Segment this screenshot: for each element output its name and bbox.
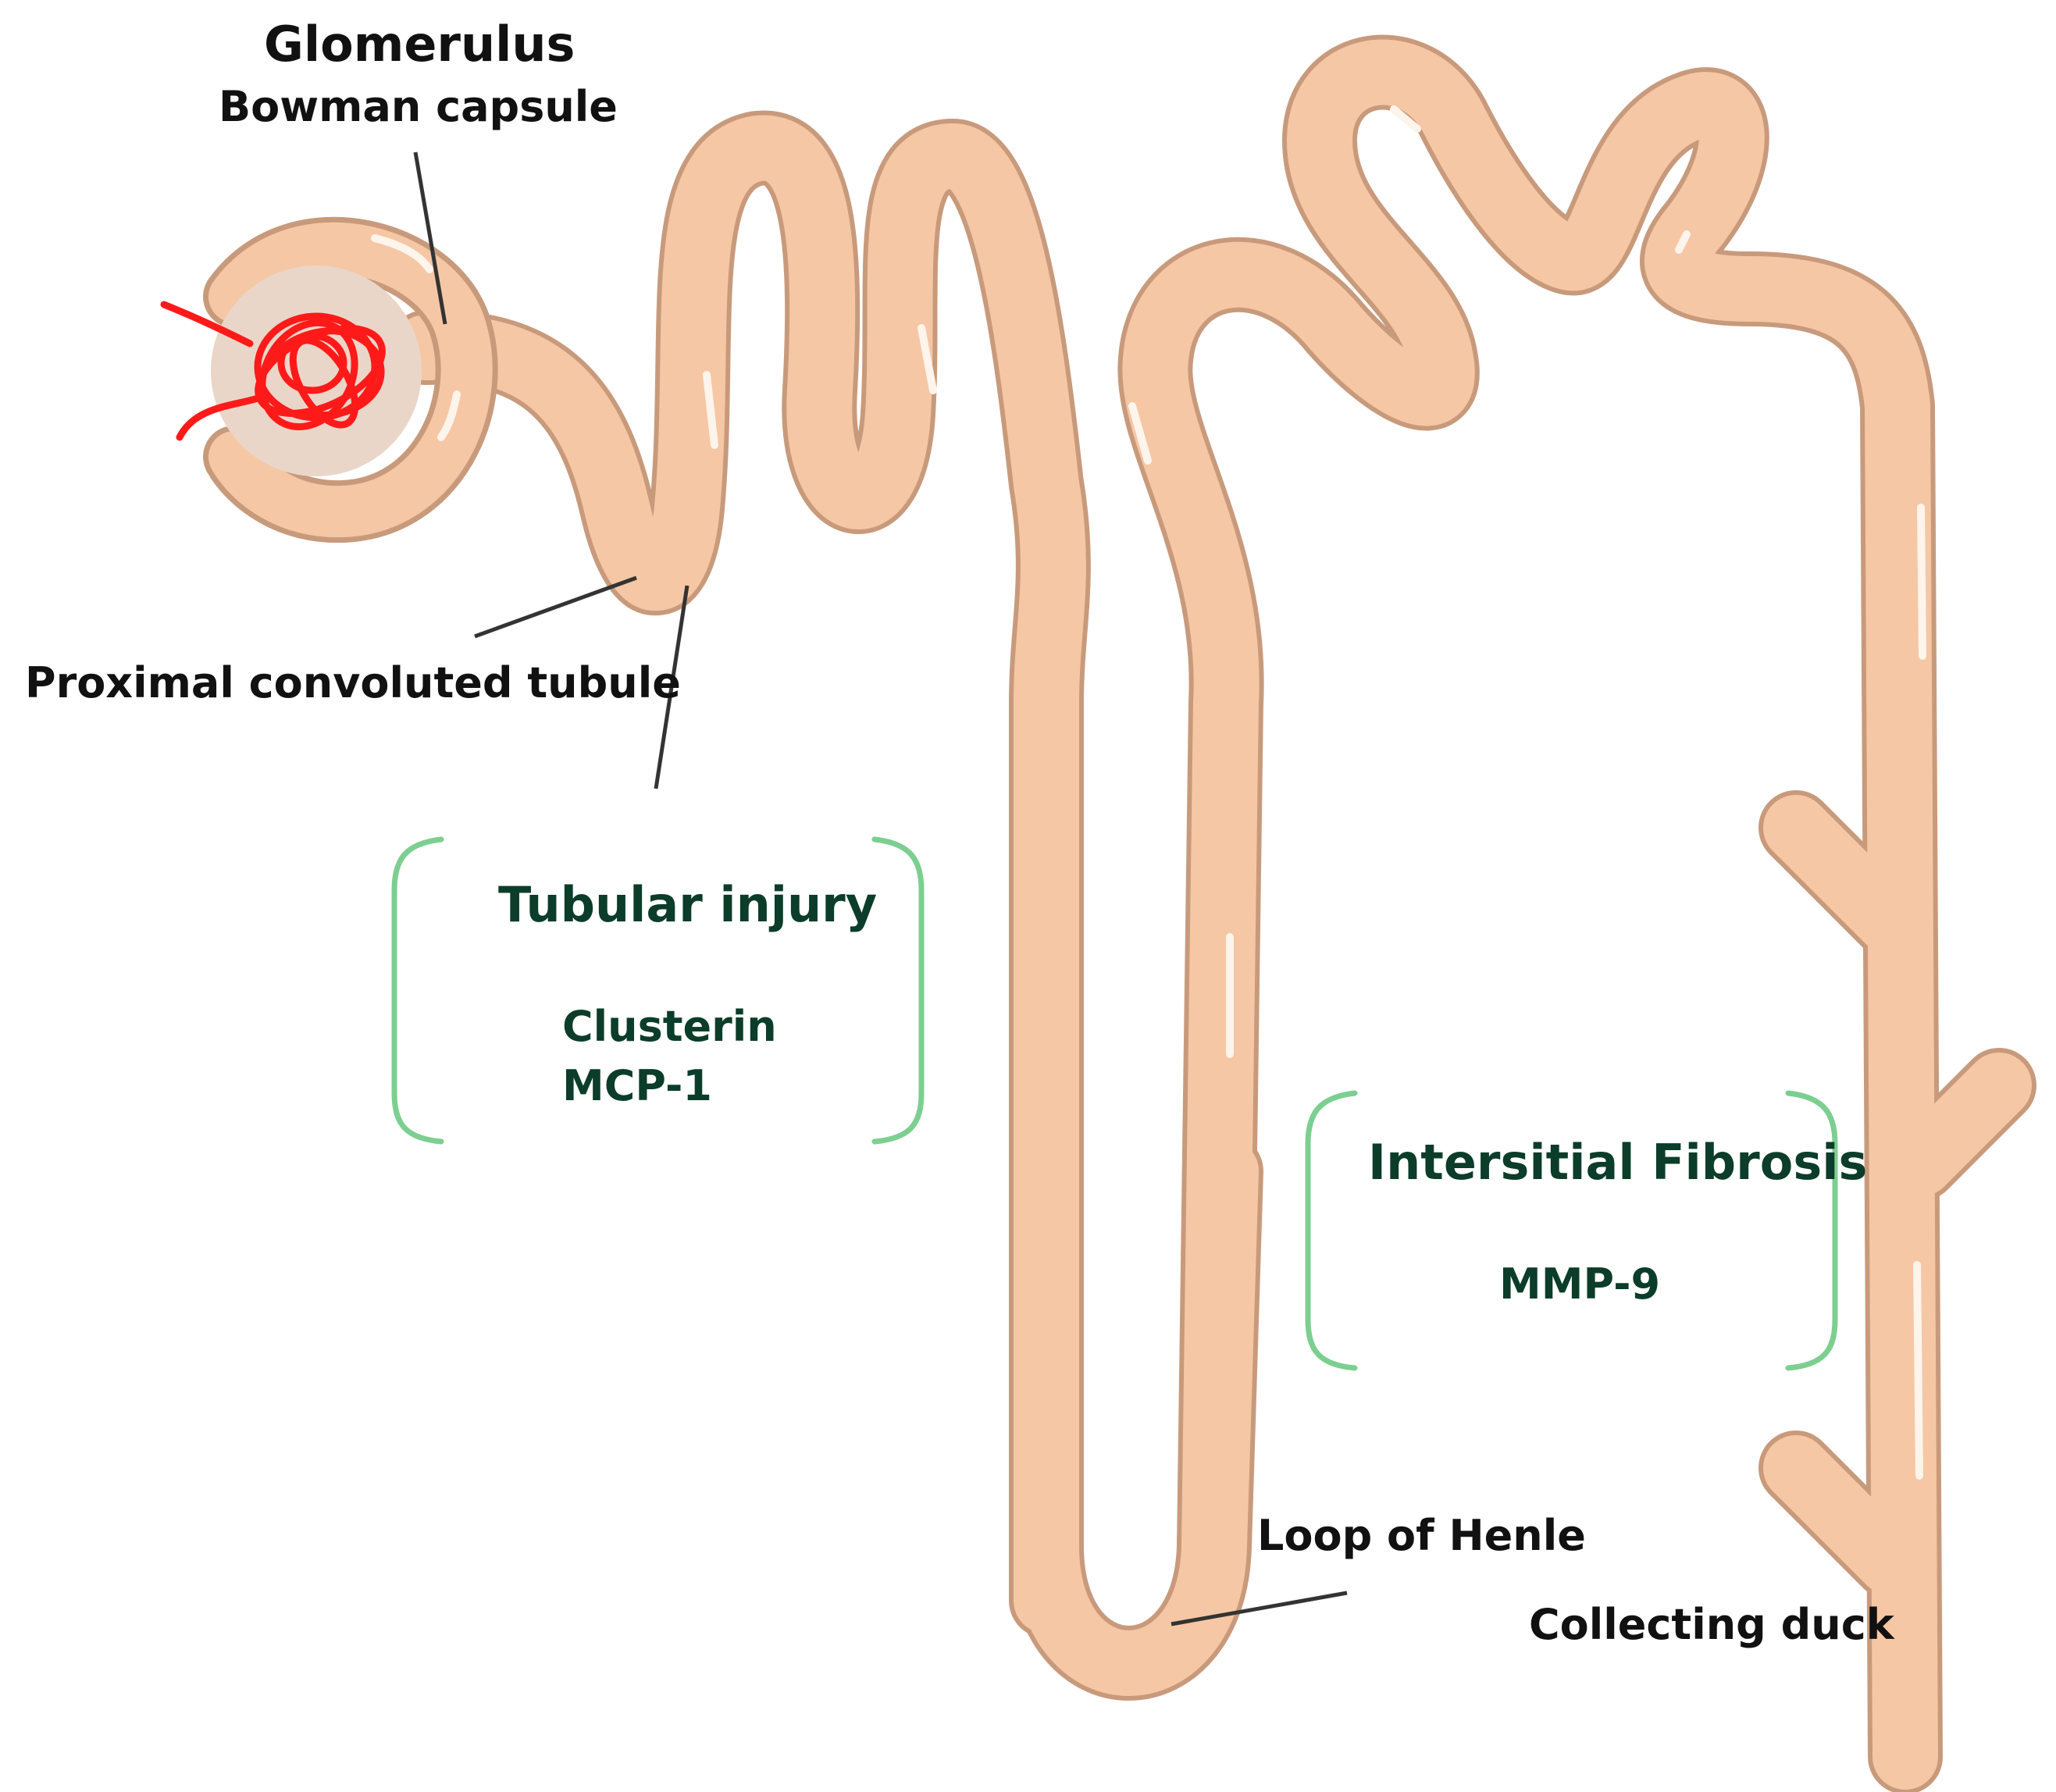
proximal-tubule-label: Proximal convoluted tubule <box>25 658 681 707</box>
tubular-injury-bracket <box>391 836 925 1145</box>
glomerulus-label: Glomerulus <box>264 16 575 73</box>
tubular-marker-1: Clusterin <box>562 1002 777 1051</box>
leader-lines <box>413 151 1348 1626</box>
proximal-leader-1 <box>474 575 637 639</box>
fibrosis-bracket <box>1305 1090 1838 1371</box>
tubule-highlights <box>703 105 1926 1480</box>
proximal-leader-2 <box>654 585 689 789</box>
loop-of-henle-label: Loop of Henle <box>1257 1511 1586 1560</box>
fibrosis-title: Intersitial Fibrosis <box>1368 1134 1868 1191</box>
tubular-marker-2: MCP-1 <box>562 1061 712 1110</box>
tubular-injury-title: Tubular injury <box>498 876 878 933</box>
fibrosis-marker-1: MMP-9 <box>1499 1259 1661 1309</box>
bowman-capsule-label: Bowman capsule <box>219 82 618 131</box>
collecting-duct-branches <box>1763 795 2032 1594</box>
glomerulus-capillaries <box>160 301 386 441</box>
henle-leader <box>1171 1591 1348 1626</box>
loop-of-henle <box>1014 1138 1259 1696</box>
bowman-capsule <box>203 216 498 543</box>
bowman-leader <box>413 151 447 325</box>
proximal-tubule <box>393 115 1086 1633</box>
collecting-duct-label: Collecting duck <box>1529 1600 1894 1649</box>
